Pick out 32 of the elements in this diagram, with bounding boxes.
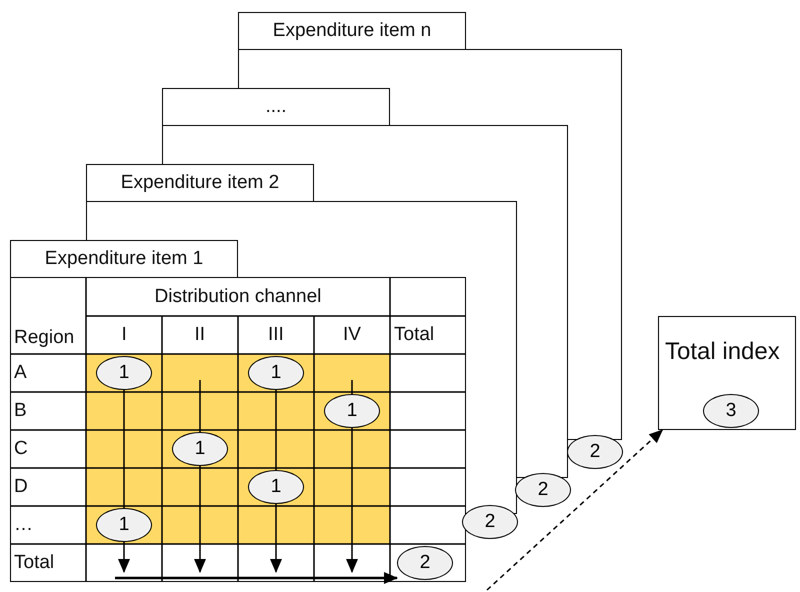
row-header: B — [14, 399, 27, 423]
dashed-arrow — [486, 429, 664, 591]
arrow — [118, 542, 130, 573]
box-title: Total index — [665, 337, 780, 367]
sheet-tab: .... — [162, 88, 390, 126]
result-box — [658, 316, 796, 430]
number-badge: 2 — [567, 435, 623, 469]
number-badge: 2 — [515, 473, 571, 507]
column-header: IV — [343, 323, 361, 347]
row-header: C — [14, 437, 28, 461]
arrow — [346, 428, 358, 573]
column-header: Total — [394, 323, 434, 347]
row-header: Region — [14, 326, 74, 350]
connector-line — [351, 380, 353, 394]
connector-line — [199, 380, 201, 432]
arrow — [270, 504, 282, 573]
row-header: D — [14, 475, 28, 499]
sheet-tab: Expenditure item n — [238, 12, 466, 50]
connector-line — [123, 390, 125, 508]
arrow — [115, 572, 398, 584]
column-header: III — [268, 323, 284, 347]
row-header: A — [14, 361, 27, 385]
row-header: Total — [14, 551, 54, 575]
arrow — [194, 466, 206, 573]
number-badge: 3 — [703, 394, 759, 428]
connector-line — [275, 390, 277, 470]
sheet-tab: Expenditure item 1 — [10, 240, 238, 278]
sheet-tab: Expenditure item 2 — [86, 164, 314, 202]
column-header: I — [122, 323, 127, 347]
row-header: … — [14, 513, 33, 537]
table-header: Distribution channel — [154, 285, 322, 309]
column-header: II — [194, 323, 206, 347]
